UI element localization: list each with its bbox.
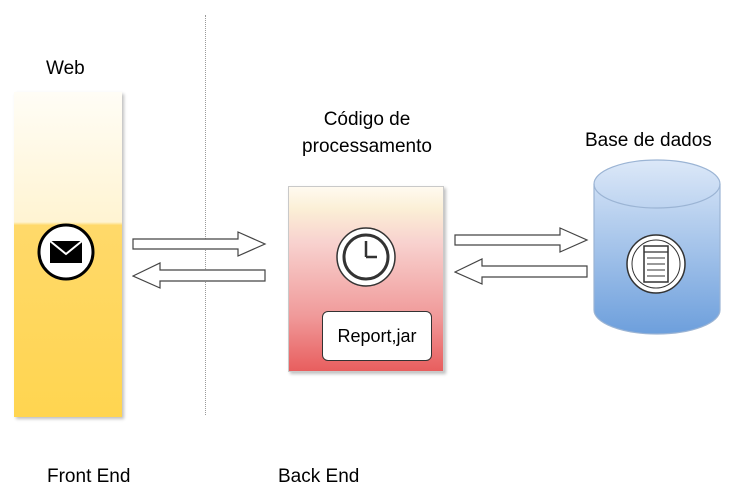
arrow-right-code-to-db: [454, 227, 589, 253]
code-label-line2: processamento: [302, 136, 432, 157]
front-end-label: Front End: [47, 466, 131, 487]
code-to-db-arrows: [454, 227, 589, 285]
frontend-backend-divider: [205, 15, 206, 415]
report-jar-label: Report,jar: [337, 325, 417, 346]
code-label-line1: Código de: [323, 109, 411, 130]
database-cylinder: [593, 159, 721, 335]
arrow-right-web-to-code: [132, 231, 267, 257]
document-icon: [626, 234, 686, 294]
arrow-left-code-to-web: [132, 262, 266, 289]
back-end-label: Back End: [278, 466, 360, 487]
database-label: Base de dados: [585, 130, 712, 151]
code-processing-label: Código de processamento: [289, 106, 445, 160]
clock-icon: [336, 227, 396, 287]
arrow-left-db-to-code: [454, 258, 588, 285]
report-jar-box: Report,jar: [322, 311, 432, 361]
envelope-icon: [37, 223, 95, 281]
web-label: Web: [46, 58, 85, 79]
web-to-code-arrows: [132, 231, 267, 289]
